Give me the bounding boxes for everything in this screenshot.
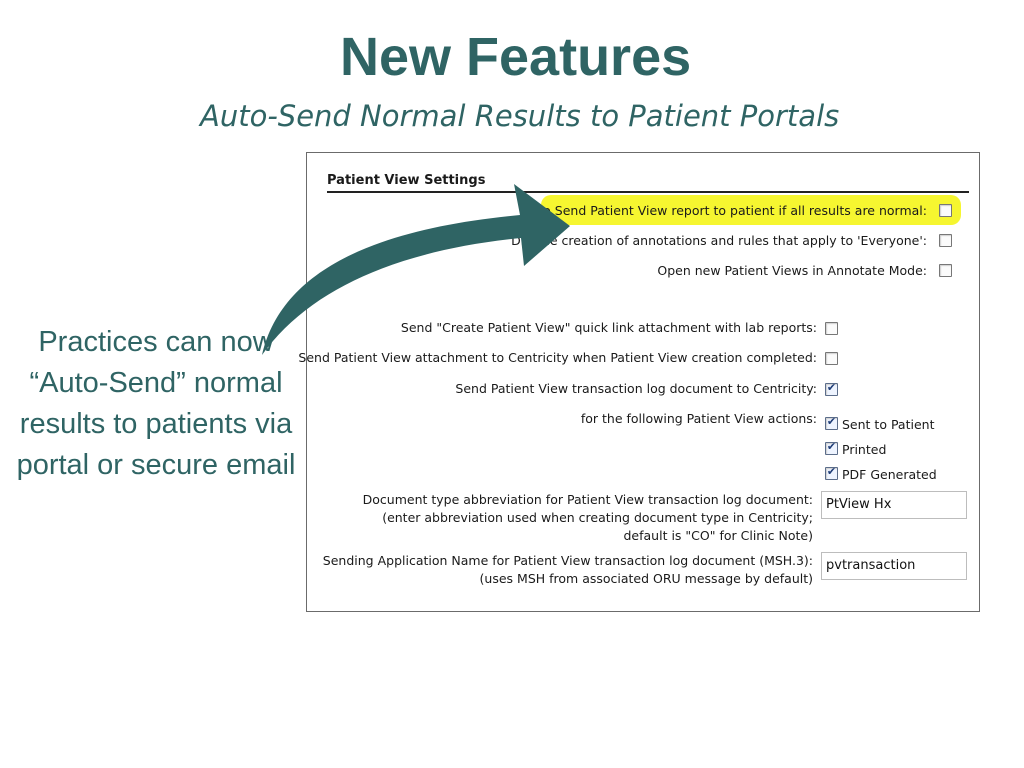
option-label-pdf-generated: PDF Generated: [842, 467, 937, 482]
checkbox-quick-link[interactable]: [825, 322, 838, 335]
checkbox-annotate-mode[interactable]: [939, 264, 952, 277]
doc-type-abbreviation-input[interactable]: PtView Hx: [821, 491, 967, 519]
setting-label-send-attachment: Send Patient View attachment to Centrici…: [298, 350, 817, 365]
check-mark-icon: ✔: [826, 381, 837, 394]
check-mark-icon: ✔: [826, 465, 837, 478]
patient-view-settings-panel: Patient View Settings Auto Send Patient …: [298, 152, 980, 612]
actions-label: for the following Patient View actions:: [580, 411, 817, 426]
setting-label-quick-link: Send "Create Patient View" quick link at…: [400, 320, 817, 335]
checkbox-transaction-log[interactable]: ✔: [825, 381, 838, 396]
checkbox-send-attachment[interactable]: [825, 352, 838, 365]
check-mark-icon: ✔: [826, 415, 837, 428]
checkbox-disable-annotations[interactable]: [939, 234, 952, 247]
doc-type-label-line2: (enter abbreviation used when creating d…: [382, 510, 813, 525]
setting-label-transaction-log: Send Patient View transaction log docume…: [455, 381, 817, 396]
sending-app-label-line1: Sending Application Name for Patient Vie…: [322, 553, 813, 568]
checkbox-printed[interactable]: ✔: [825, 440, 838, 455]
slide-subtitle: Auto-Send Normal Results to Patient Port…: [200, 99, 840, 133]
slide-title: New Features: [340, 27, 692, 87]
option-label-printed: Printed: [842, 442, 887, 457]
setting-label-annotate-mode: Open new Patient Views in Annotate Mode:: [657, 263, 927, 278]
setting-label-auto-send: Auto Send Patient View report to patient…: [521, 203, 927, 218]
option-label-sent-to-patient: Sent to Patient: [842, 417, 935, 432]
doc-type-label-line1: Document type abbreviation for Patient V…: [362, 492, 813, 507]
checkbox-pdf-generated[interactable]: ✔: [825, 465, 838, 480]
checkbox-sent-to-patient[interactable]: ✔: [825, 415, 838, 430]
sending-app-name-input[interactable]: pvtransaction: [821, 552, 967, 580]
panel-divider: [327, 191, 969, 193]
doc-type-label-line3: default is "CO" for Clinic Note): [623, 528, 814, 543]
yellow-highlight: [541, 195, 961, 225]
panel-title: Patient View Settings: [327, 173, 486, 188]
checkbox-auto-send[interactable]: [939, 204, 952, 217]
callout-text: Practices can now “Auto-Send” normal res…: [16, 326, 296, 481]
check-mark-icon: ✔: [826, 440, 837, 453]
sending-app-label-line2: (uses MSH from associated ORU message by…: [479, 571, 813, 586]
setting-label-disable-annotations: Disable creation of annotations and rule…: [511, 233, 927, 248]
